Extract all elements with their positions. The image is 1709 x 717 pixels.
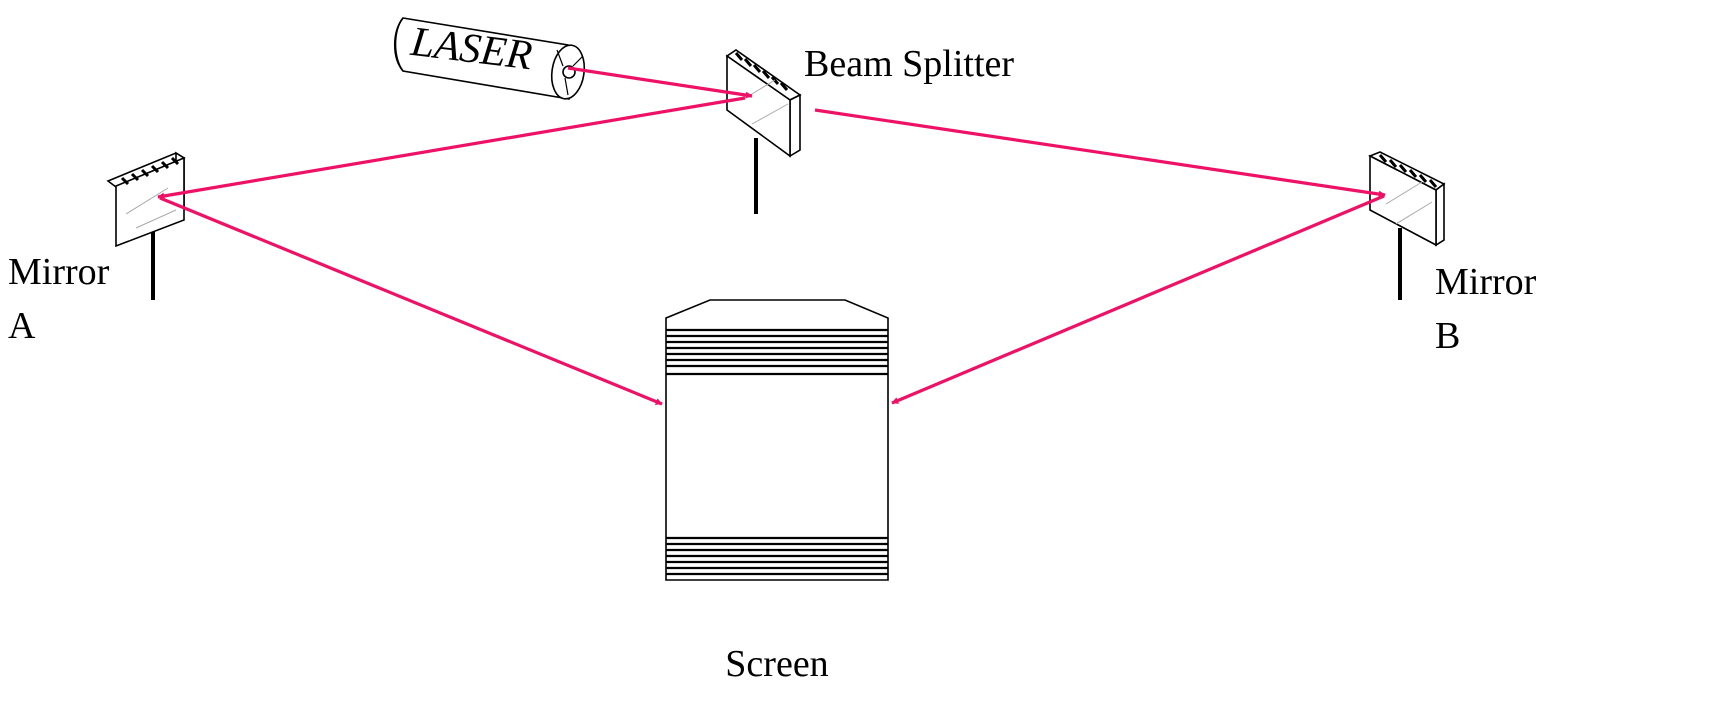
beam-splitter-to-mirror-b [814, 108, 1386, 198]
mirror-a-label-line1: Mirror [8, 251, 110, 293]
screen-label: Screen [725, 643, 828, 685]
mirror-a [106, 151, 186, 300]
beam-splitter [725, 49, 802, 214]
beam-splitter-to-mirror-a [157, 96, 746, 200]
mirror-b-label-line2: B [1435, 315, 1460, 357]
screen [665, 299, 889, 581]
beam-mirror-b-to-screen [891, 194, 1385, 405]
beam-mirror-a-to-screen [159, 196, 663, 406]
mirror-b-label-line1: Mirror [1435, 261, 1537, 303]
beam-laser-to-splitter [567, 66, 753, 99]
laser [393, 17, 586, 100]
laser-beams [157, 66, 1386, 406]
beam-splitter-label: Beam Splitter [804, 43, 1014, 85]
mirror-b [1368, 151, 1446, 300]
mirror-a-label-line2: A [8, 305, 36, 347]
